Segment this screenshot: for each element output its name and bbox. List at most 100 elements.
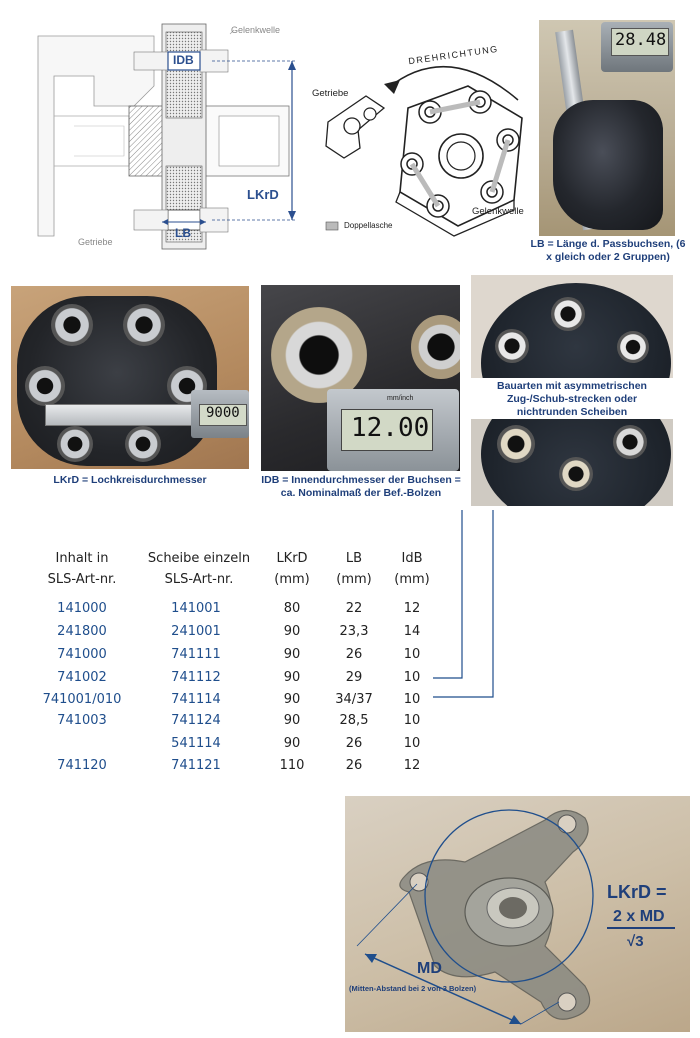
table-row: 741002 741112 90 29 10 (30, 667, 470, 689)
cell-lb: 22 (345, 601, 363, 616)
cell-scheibe: 741121 (171, 758, 221, 773)
cell-idb: 14 (403, 624, 421, 639)
header-lkrd: LKrD (mm) (262, 548, 322, 590)
caption-idb: IDB = Innendurchmesser der Buchsen = ca.… (261, 474, 461, 499)
header-inhalt-line2: SLS-Art-nr. (47, 572, 117, 587)
caliper-display-unit-idb: mm/inch (387, 395, 414, 402)
table-row: 741120 741121 110 26 12 (30, 755, 470, 777)
asym-caption-box (471, 378, 673, 418)
cell-lkrd: 90 (283, 647, 301, 662)
label-lb: LB (175, 226, 191, 240)
cell-lb: 28,5 (339, 713, 369, 728)
cell-idb: 10 (403, 670, 421, 685)
cell-scheibe: 141001 (171, 601, 221, 616)
flange-photo: LKrD = 2 x MD √3 MD (Mitten-Abstand bei … (345, 796, 690, 1032)
caliper-display-value: 28.48 (615, 30, 667, 50)
header-scheibe-line2: SLS-Art-nr. (164, 572, 234, 587)
header-lkrd-line2: (mm) (274, 572, 310, 587)
caption-lkrd: LKrD = Lochkreisdurchmesser (53, 474, 207, 486)
cell-scheibe: 741124 (171, 713, 221, 728)
article-table: Inhalt in SLS-Art-nr. Scheibe einzeln SL… (30, 548, 470, 778)
cell-idb: 10 (403, 692, 421, 707)
cell-lkrd: 90 (283, 624, 301, 639)
cell-lb: 26 (345, 736, 363, 751)
cell-scheibe: 541114 (171, 736, 221, 751)
cell-inhalt: 241800 (57, 624, 107, 639)
cell-scheibe: 241001 (171, 624, 221, 639)
cell-scheibe: 741111 (171, 647, 221, 662)
label-lkrd: LKrD (247, 187, 279, 202)
header-idb: IdB (mm) (386, 548, 438, 590)
photo-asym-bottom (471, 419, 673, 506)
cell-inhalt: 741001/010 (42, 692, 122, 707)
cell-lb: 26 (345, 647, 363, 662)
label-idb: IDB (173, 53, 194, 67)
formula-lhs: LKrD = (607, 882, 667, 902)
cell-idb: 12 (403, 601, 421, 616)
photo-asym-top (471, 275, 673, 383)
caption-asym: Bauarten mit asymmetrischen Zug-/Schub-s… (497, 380, 647, 418)
cell-inhalt: 741120 (57, 758, 107, 773)
bushing-asym-1 (551, 297, 585, 331)
table-row: 241800 241001 90 23,3 14 (30, 621, 470, 643)
cell-lkrd: 90 (283, 736, 301, 751)
header-idb-line1: IdB (401, 551, 423, 566)
flange-drawing (356, 809, 675, 1025)
cell-idb: 12 (403, 758, 421, 773)
exploded-diagram-drawing (325, 65, 523, 237)
section-diagram: Gelenkwelle Getriebe IDB LB LKrD (34, 16, 304, 260)
cell-lkrd: 90 (283, 713, 301, 728)
photo-idb: mm/inch 12.00 (261, 285, 460, 471)
connector-line-2 (433, 510, 494, 698)
bushing-right-idb (411, 315, 460, 379)
cell-lkrd: 110 (279, 758, 305, 773)
header-scheibe-line1: Scheibe einzeln (147, 551, 251, 566)
cell-lkrd: 80 (283, 601, 301, 616)
table-row: 741001/010 741114 90 34/37 10 (30, 689, 470, 711)
header-lb: LB (mm) (324, 548, 384, 590)
label-getriebe-exploded: Getriebe (312, 88, 349, 99)
md-note: (Mitten-Abstand bei 2 von 3 Bolzen) (349, 984, 477, 993)
header-lb-line2: (mm) (336, 572, 372, 587)
caliper-display-lkrd (199, 404, 247, 426)
caliper-display (611, 28, 669, 56)
caliper-display-idb (341, 409, 433, 451)
bushing-large-idb (271, 307, 367, 403)
label-gelenkwelle-exploded: Gelenkwelle (472, 206, 524, 217)
bushing-asym-4 (497, 425, 535, 463)
caliper-photo-lb: 28.48 (539, 20, 675, 236)
bushing-5 (57, 426, 93, 462)
header-inhalt: Inhalt in SLS-Art-nr. (30, 548, 134, 590)
bushing-3 (25, 366, 65, 406)
cell-scheibe: 741114 (171, 692, 221, 707)
header-lkrd-line1: LKrD (276, 551, 308, 566)
cell-lb: 34/37 (335, 692, 373, 707)
cell-idb: 10 (403, 647, 421, 662)
formula-denominator: √3 (627, 933, 644, 950)
bushing-asym-5 (559, 457, 593, 491)
header-lb-line1: LB (345, 551, 363, 566)
cell-lkrd: 90 (283, 692, 301, 707)
caption-lb: LB = Länge d. Passbuchsen, (6 x gleich o… (530, 238, 686, 263)
rubber-part (553, 100, 663, 230)
header-idb-line2: (mm) (394, 572, 430, 587)
table-row: 141000 141001 80 22 12 (30, 598, 470, 620)
cell-idb: 10 (403, 713, 421, 728)
cell-idb: 10 (403, 736, 421, 751)
cell-lb: 26 (345, 758, 363, 773)
connector-line-1 (433, 510, 463, 679)
legend-doppellasche: Doppellasche (344, 221, 393, 230)
cell-scheibe: 741112 (171, 670, 221, 685)
bushing-1 (51, 304, 93, 346)
photo-lkrd: 9000 (11, 286, 249, 469)
formula-numerator: 2 x MD (613, 908, 665, 925)
cell-inhalt: 141000 (57, 601, 107, 616)
header-scheibe: Scheibe einzeln SLS-Art-nr. (134, 548, 264, 590)
header-inhalt-line1: Inhalt in (55, 551, 109, 566)
bushing-asym-2 (495, 329, 529, 363)
section-diagram-drawing (34, 16, 304, 260)
label-getriebe: Getriebe (78, 237, 113, 247)
table-row: 741000 741111 90 26 10 (30, 644, 470, 666)
caliper-display-value-lkrd: 9000 (206, 405, 240, 421)
